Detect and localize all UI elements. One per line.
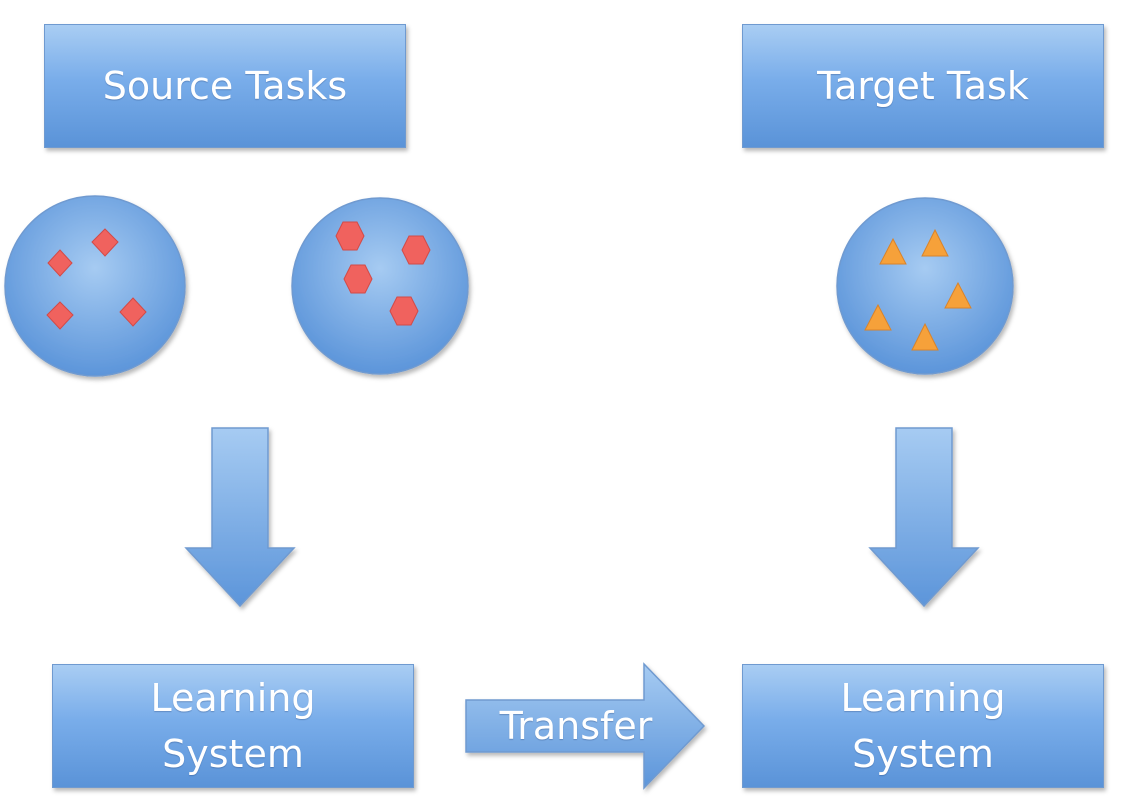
learning-system-right-box: Learning System <box>742 664 1104 788</box>
source-task-circle-2 <box>291 197 469 375</box>
learning-system-left-line1: Learning <box>150 676 316 720</box>
triangle-shape <box>911 322 939 351</box>
hexagon-shape <box>343 264 373 294</box>
diamond-shape <box>91 228 119 257</box>
hexagon-shape <box>389 296 419 326</box>
down-arrow-right <box>868 427 980 608</box>
diamond-shape <box>119 297 147 327</box>
down-arrow-left <box>184 427 296 608</box>
learning-system-right-line1: Learning <box>840 676 1006 720</box>
source-tasks-label: Source Tasks <box>102 64 348 108</box>
learning-system-right-line2: System <box>852 732 994 776</box>
diamond-shape <box>47 249 73 277</box>
diamond-shape <box>46 301 74 330</box>
target-task-box: Target Task <box>742 24 1104 148</box>
target-task-circle <box>836 197 1014 375</box>
hexagon-shape <box>401 235 431 265</box>
hexagon-shape <box>335 221 365 251</box>
learning-system-left-box: Learning System <box>52 664 414 788</box>
target-task-label: Target Task <box>817 64 1029 108</box>
triangle-shape <box>944 281 972 309</box>
triangle-shape <box>921 228 949 257</box>
source-task-circle-1 <box>4 195 186 377</box>
triangle-shape <box>864 303 892 331</box>
triangle-shape <box>879 237 907 265</box>
transfer-label: Transfer <box>499 704 653 748</box>
source-tasks-box: Source Tasks <box>44 24 406 148</box>
transfer-arrow-shape <box>465 662 706 790</box>
learning-system-left-line2: System <box>162 732 304 776</box>
